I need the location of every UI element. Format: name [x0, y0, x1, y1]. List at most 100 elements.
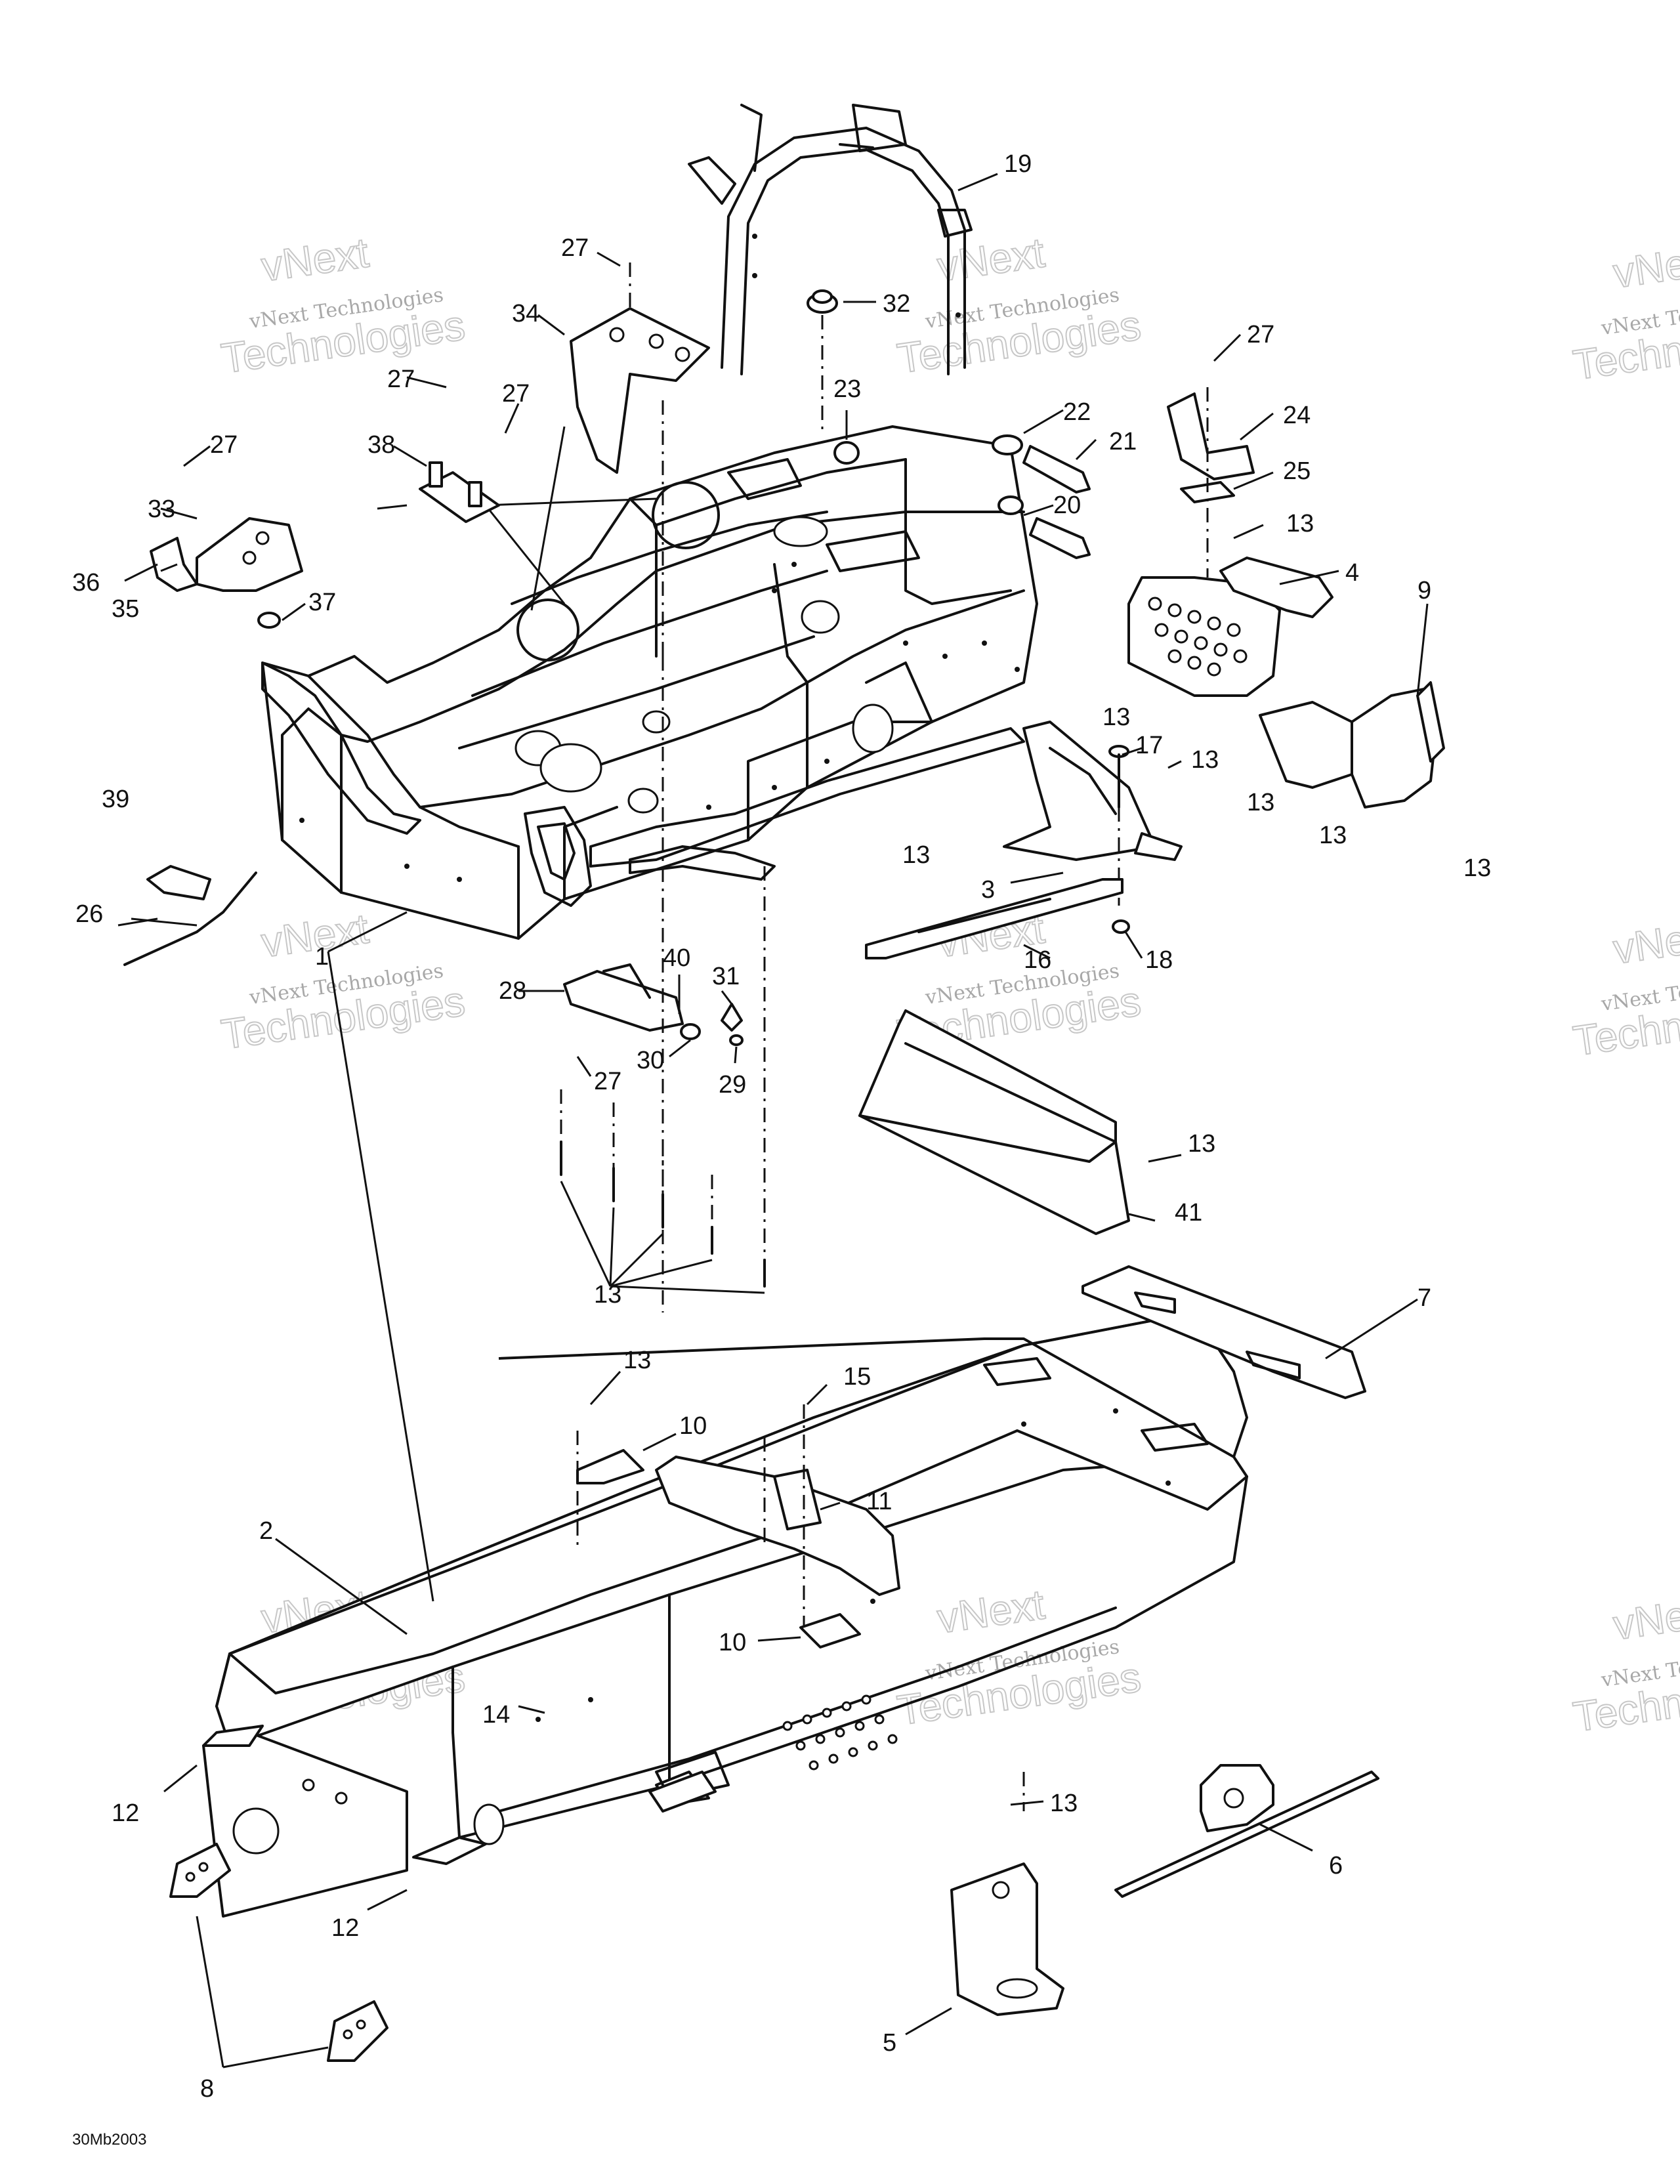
callout-30: 30 [637, 1047, 664, 1074]
callout-36: 36 [72, 569, 100, 597]
callout-13: 13 [594, 1281, 621, 1309]
tunnel-2 [215, 1311, 1248, 1845]
callout-13: 13 [1050, 1790, 1078, 1817]
callout-27: 27 [561, 234, 589, 262]
callout-13: 13 [1463, 854, 1491, 882]
callout-23: 23 [833, 375, 861, 403]
callout-38: 38 [368, 431, 395, 459]
footrest-support-3 [1003, 721, 1183, 861]
washer-37 [257, 612, 281, 629]
watermark: vNext vNext Technologies Technologies [1570, 1586, 1680, 1741]
callout-15: 15 [843, 1363, 871, 1391]
bracket-12 [202, 1725, 487, 1918]
callout-6: 6 [1329, 1852, 1343, 1880]
callout-13: 13 [1319, 822, 1347, 849]
callout-7: 7 [1418, 1284, 1431, 1312]
callout-2: 2 [259, 1517, 273, 1545]
callout-10: 10 [719, 1629, 746, 1656]
callout-20: 20 [1053, 492, 1081, 519]
callout-12: 12 [112, 1799, 139, 1827]
callout-13: 13 [1286, 510, 1314, 537]
watermark: vNext vNext Technologies Technologies [218, 228, 469, 383]
callout-13: 13 [623, 1347, 651, 1374]
callout-24: 24 [1283, 402, 1311, 429]
bracket-24-25 [1167, 387, 1255, 578]
callout-17: 17 [1135, 732, 1163, 759]
clip-35 [150, 537, 198, 592]
plate-7 [1082, 1265, 1366, 1399]
bolts-20-22 [992, 434, 1091, 559]
watermark: vNext vNext Technologies Technologies [218, 904, 469, 1059]
hinge-28 [563, 963, 684, 1032]
bracket-5 [950, 1862, 1064, 2016]
watermark: vNext vNext Technologies Technologies [894, 1580, 1144, 1734]
upper-frame [261, 425, 1038, 940]
callout-31: 31 [712, 963, 740, 990]
callout-13: 13 [1188, 1130, 1215, 1158]
callout-27: 27 [210, 431, 238, 459]
crossbar-11 [655, 1437, 900, 1596]
nut-18 [1112, 919, 1130, 934]
watermark-line1: vNext [1610, 235, 1680, 297]
grommet-32 [807, 289, 838, 433]
watermark-line1: vNext [1610, 1587, 1680, 1648]
watermark-line1: vNext [1610, 911, 1680, 973]
callout-32: 32 [883, 290, 910, 318]
steering-support-loop [688, 104, 973, 375]
bracket-10 [576, 1449, 861, 1648]
callout-34: 34 [512, 300, 539, 327]
callout-5: 5 [883, 2029, 896, 2057]
callout-16: 16 [1024, 946, 1051, 974]
callout-28: 28 [499, 977, 526, 1005]
plate-8 [169, 1843, 388, 2062]
callout-35: 35 [112, 595, 139, 623]
callout-13: 13 [1102, 704, 1130, 731]
callout-26: 26 [75, 900, 103, 928]
plate-16 [865, 878, 1124, 959]
callout-40: 40 [663, 944, 690, 972]
hardware-29-31 [680, 1003, 744, 1046]
callout-29: 29 [719, 1071, 746, 1099]
rivet-column-13 [560, 866, 766, 1288]
callout-25: 25 [1283, 457, 1311, 485]
callout-18: 18 [1145, 946, 1173, 974]
callout-10: 10 [679, 1412, 707, 1440]
watermark: vNext vNext Technologies Technologies [894, 228, 1144, 383]
callout-9: 9 [1418, 577, 1431, 604]
watermark: vNext vNext Technologies Technologies [1570, 234, 1680, 389]
cable-26 [123, 865, 257, 966]
callout-13: 13 [1247, 789, 1274, 816]
callout-27: 27 [387, 366, 415, 393]
callout-1: 1 [315, 943, 329, 971]
callout-4: 4 [1345, 559, 1359, 587]
bracket-34 [570, 262, 710, 656]
callout-12: 12 [331, 1914, 359, 1942]
bracket-6 [1114, 1764, 1379, 1898]
figure-code: 30Mb2003 [72, 2131, 146, 2149]
watermark-line1: vNext [259, 228, 371, 290]
callout-8: 8 [200, 2075, 214, 2103]
callout-27: 27 [1247, 321, 1274, 348]
footrest-4 [1127, 556, 1334, 697]
leader-lines [117, 173, 1429, 2068]
nut-23 [833, 441, 860, 465]
callout-14: 14 [482, 1701, 510, 1729]
callout-39: 39 [102, 786, 129, 813]
callout-33: 33 [148, 495, 175, 523]
plate-38 [419, 461, 500, 523]
plate-33 [196, 517, 303, 592]
callout-13: 13 [1191, 746, 1219, 774]
watermark: vNext vNext Technologies Technologies [1570, 910, 1680, 1065]
callout-41: 41 [1175, 1199, 1202, 1227]
callout-21: 21 [1109, 428, 1137, 455]
callout-22: 22 [1063, 398, 1091, 426]
callout-13: 13 [902, 841, 930, 869]
callout-27: 27 [502, 380, 530, 408]
callout-3: 3 [981, 876, 995, 904]
callout-27: 27 [594, 1068, 621, 1095]
deflector-41 [858, 1009, 1130, 1235]
callout-19: 19 [1004, 150, 1032, 178]
bracket-9 [1259, 681, 1445, 808]
watermark-line1: vNext [934, 228, 1047, 290]
